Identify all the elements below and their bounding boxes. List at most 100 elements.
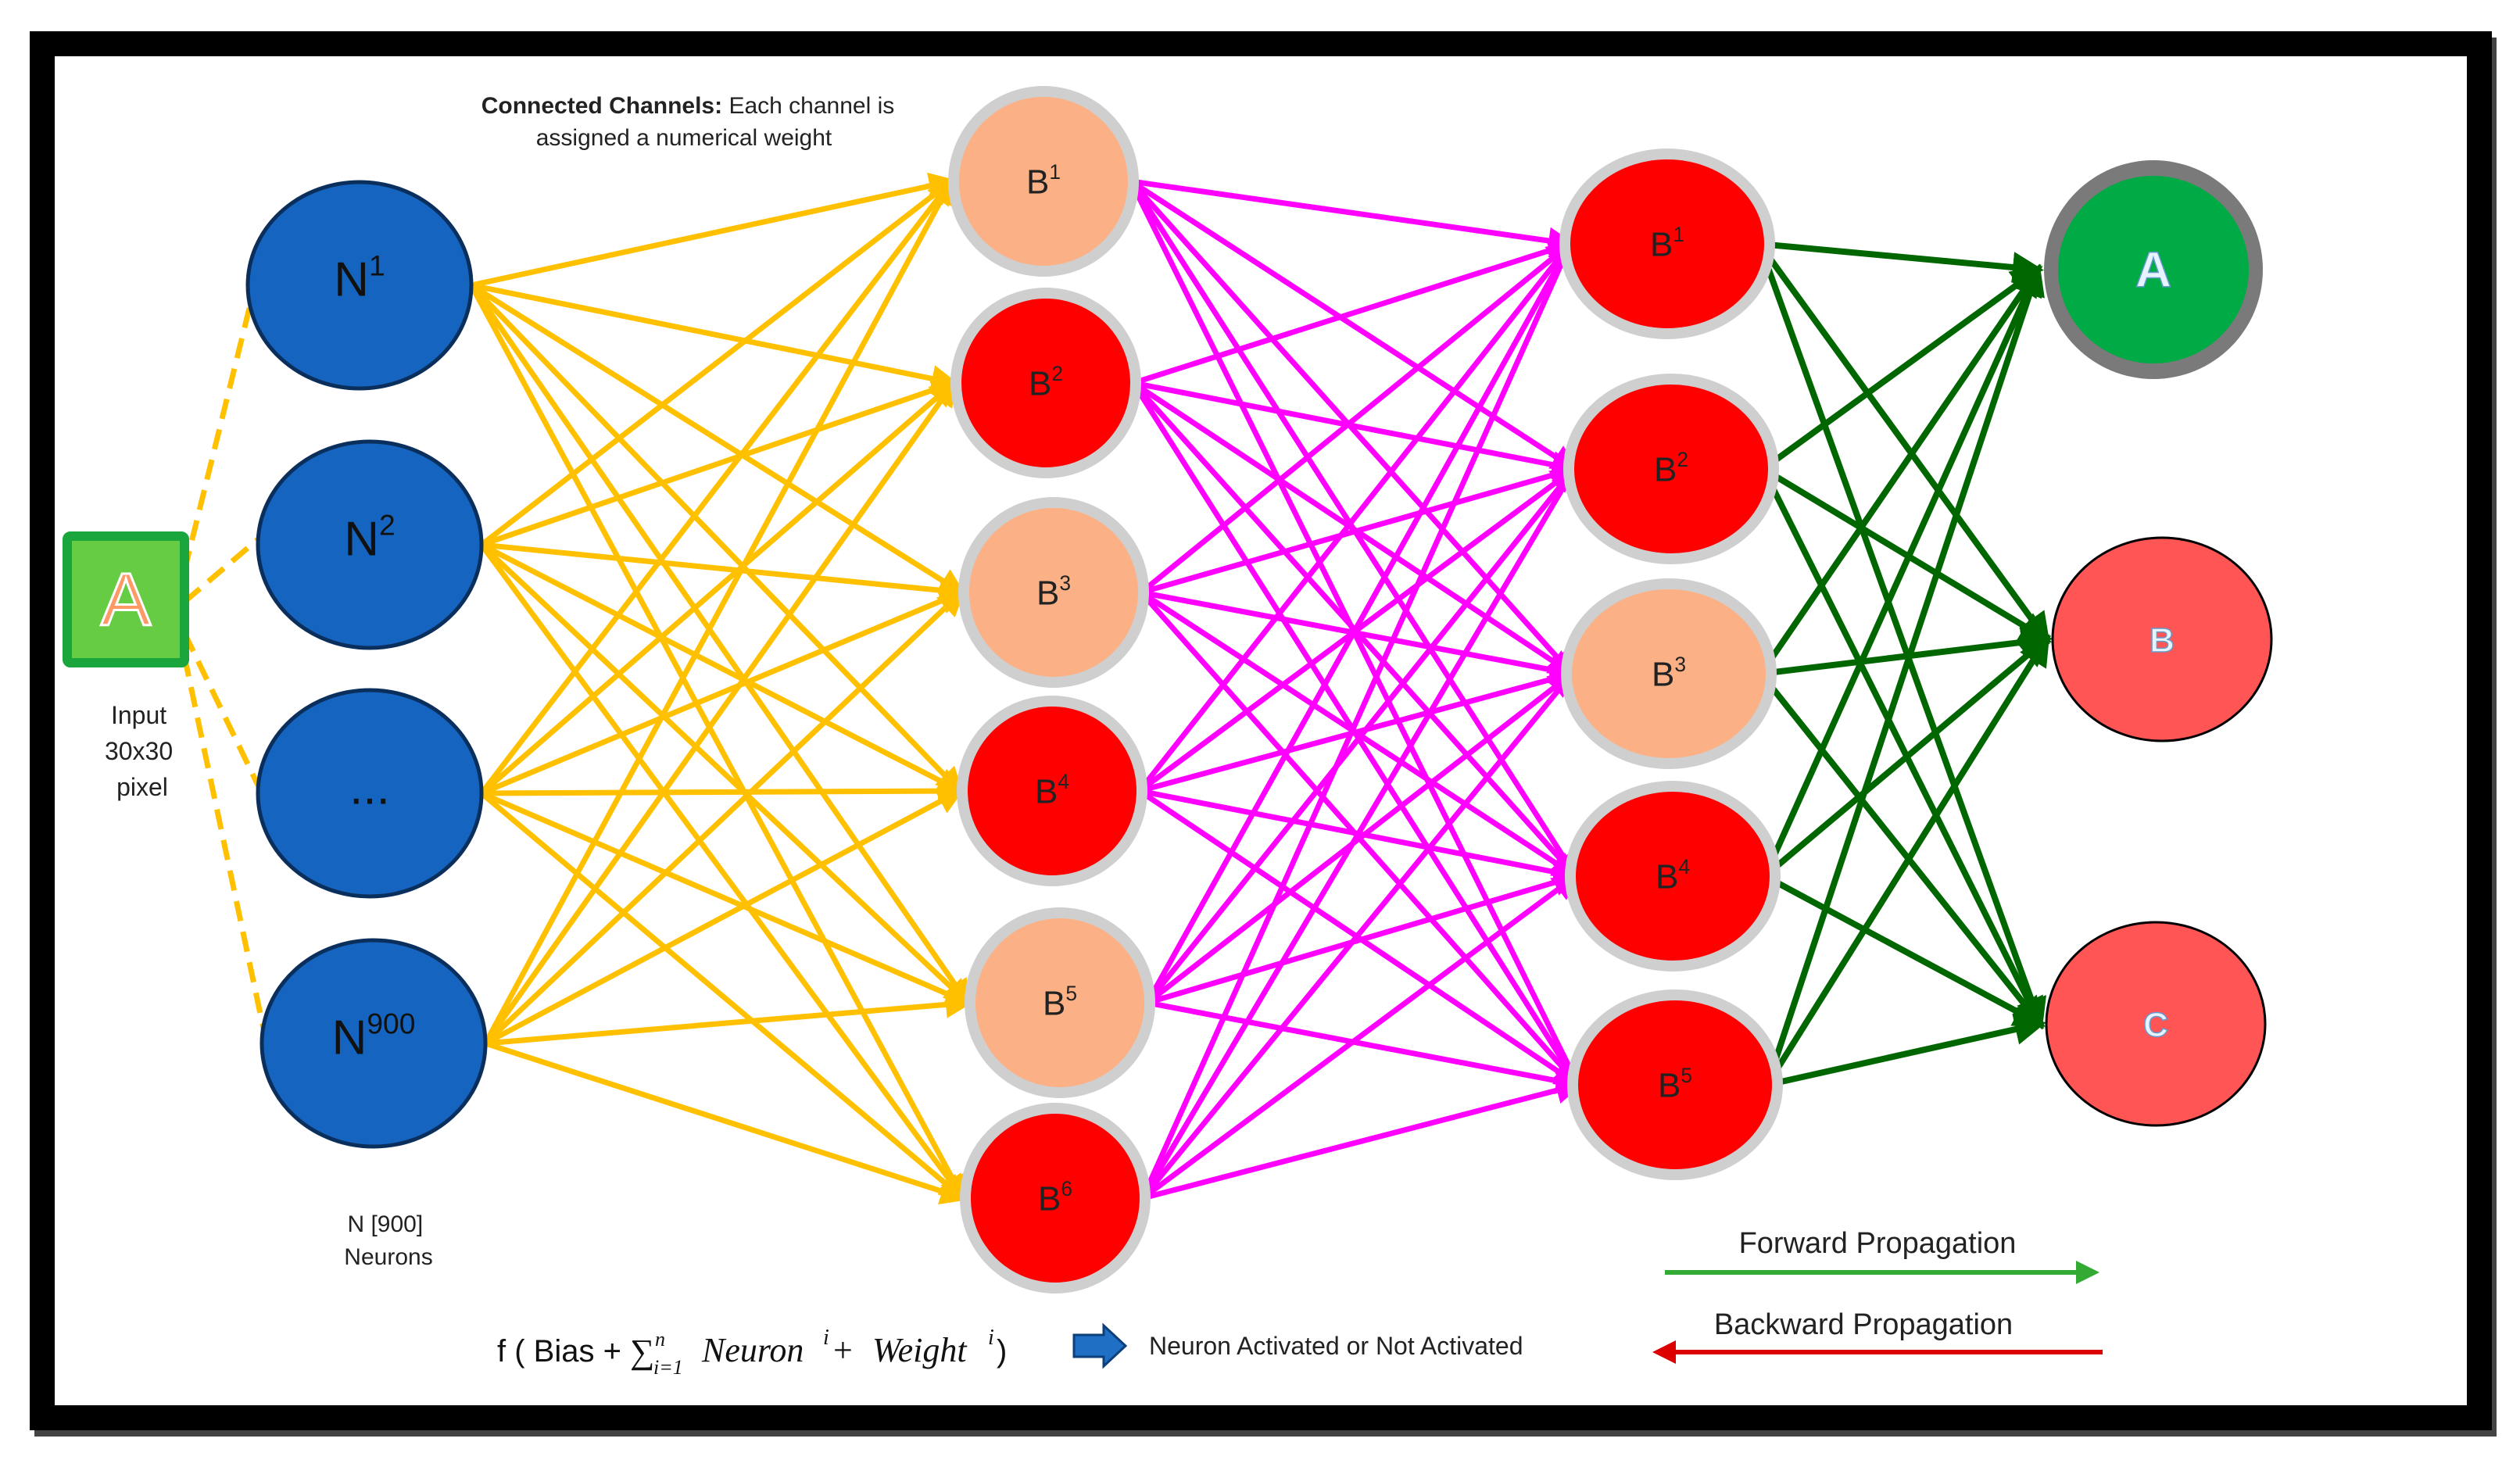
output-neuron-circle [2051,536,2273,742]
input-dashed-edge [181,656,269,1040]
layer3-to-output-edge [1758,264,2042,676]
hidden2-neuron-circle [1572,589,1766,758]
layer3-to-output-edge [1762,263,2042,878]
layer1-caption-line1: N [900] [347,1211,423,1237]
input-neuron-label-base: N [334,253,369,307]
formula-sum-symbol: ∑ [630,1333,654,1371]
hidden1-neuron-label: B4 [1035,770,1069,810]
layer3-to-output-edge [1758,671,2044,1029]
hidden2-neuron-label-base: B [1652,655,1674,693]
output-neuron-label: B [2150,621,2175,660]
layer2-to-layer3-edge [1140,461,1580,596]
output-neuron: C [2045,921,2267,1127]
layer1-to-layer2-edge [485,990,973,1047]
layer1-to-layer2-edge [479,177,955,796]
layer3-to-output-edge [1764,263,2045,1086]
layer2-to-layer3-edge [1147,869,1581,1006]
input-neuron-label-sup: 1 [369,249,385,282]
formula-prefix: f ( Bias + [497,1334,621,1369]
formula-term1-sup: i [823,1326,829,1350]
input-neuron-label: ... [349,761,390,815]
layer2-to-layer3-edge [1145,464,1578,1005]
layer1-to-layer2-edge [468,284,966,1204]
layer3-to-output-edge [1760,467,2043,1030]
layer1-to-layer2-edge [479,542,967,1203]
input-neuron-label: N1 [334,249,385,307]
layer1-to-layer2-edge [479,791,968,1202]
input-neuron: N1 [245,180,474,391]
layer2-to-layer3-edge [1133,380,1580,478]
layer1-to-layer2-edge [480,588,967,796]
layer1-caption: N [900] Neurons [344,1211,432,1270]
formula-sum-lower: i=1 [653,1356,683,1379]
hidden2-neuron-circle [1570,159,1764,328]
layer1-to-layer2-edge [470,283,966,596]
hidden2-neuron-label-base: B [1658,1066,1681,1104]
input-label-line1: Input [111,701,166,729]
layer2-to-layer3-edge [1139,666,1577,794]
layer1-to-layer2-edge [471,282,959,392]
layer1-to-layer2-edge [481,777,965,805]
hidden1-neuron-label-sup: 1 [1049,160,1061,184]
hidden1-neuron-label-base: B [1043,984,1065,1022]
layer1-to-layer2-edge [479,177,956,547]
input-neuron: N2 [256,439,484,650]
input-neuron-label-sup: 2 [379,509,396,542]
hidden1-neuron: B4 [957,696,1147,886]
input-neuron-label-base: N [344,513,379,567]
hidden1-neuron-circle [975,918,1144,1087]
layer1-to-layer2-edge [479,542,972,1007]
layer2-to-layer3-edge [1130,178,1576,255]
hidden1-neuron: B1 [948,86,1139,277]
formula-plus: + [833,1331,853,1369]
input-neuron-label-base: ... [349,761,390,815]
layer2-to-layer3-edge [1144,238,1573,1004]
layer1-to-layer2-edge [469,283,964,796]
propagation-legend: Forward Propagation Backward Propagation [1652,1227,2103,1364]
layer2-to-layer3-edge [1132,237,1576,386]
output-neuron-circle [2045,921,2267,1127]
output-neuron-circle [2058,176,2249,363]
hidden2-neuron-label-sup: 1 [1673,223,1684,246]
layer1-to-layer2-edge [483,378,958,1046]
output-neuron: B [2051,536,2273,742]
formula-term2: Weight [872,1331,968,1369]
hidden2-neuron: B4 [1565,781,1781,971]
hidden2-neuron-label-base: B [1654,450,1677,488]
formula-term1: Neuron [701,1331,804,1369]
connected-channels-line2: assigned a numerical weight [536,125,832,151]
hidden1-neuron-label-sup: 3 [1059,571,1071,595]
input-neuron-circle [260,938,488,1149]
hidden2-neuron-label-sup: 4 [1678,855,1690,878]
hidden2-neuron-label-sup: 3 [1674,653,1686,676]
activation-arrow-icon [1072,1322,1128,1369]
input-neuron-circle [256,439,484,650]
input-neuron-label: N900 [332,1007,416,1065]
layer3-to-output-edge [1760,626,2053,677]
layer2-to-layer3-edge [1140,872,1580,1200]
input-label: Input 30x30 pixel [105,701,180,801]
hidden2-neuron-label: B3 [1652,653,1686,693]
hidden2-neuron: B1 [1559,148,1775,339]
hidden1-neuron-label-base: B [1035,772,1058,810]
input-image-glyph: A [101,558,151,642]
input-dashed-edge [181,288,257,571]
hidden1-neuron-label: B5 [1043,982,1077,1022]
input-dashed-edge [182,537,260,604]
hidden1-neuron-label-sup: 2 [1051,362,1063,385]
connected-channels-caption: Connected Channels: Each channel is [481,93,895,119]
layer1-to-layer2-edge [483,589,966,1046]
hidden2-neuron-label: B5 [1658,1064,1692,1104]
hidden1-neuron-label-sup: 5 [1065,982,1077,1005]
hidden1-neuron: B3 [958,497,1149,688]
output-neuron: A [2044,160,2263,379]
hidden2-neuron-label-base: B [1650,225,1673,263]
layer1-to-layer2-edge [479,379,958,796]
layer2-to-layer3-edge [1145,670,1577,1005]
hidden2-neuron-circle [1578,1000,1772,1169]
hidden2-neuron-label-sup: 2 [1677,448,1688,471]
layer1-to-layer2-edge [484,788,965,1047]
activation-formula: f ( Bias + ∑ n i=1 Neuron i + Weight i ) [497,1326,1007,1379]
input-neuron-circle [245,180,474,391]
layer3-to-output-edge [1756,242,2046,1030]
